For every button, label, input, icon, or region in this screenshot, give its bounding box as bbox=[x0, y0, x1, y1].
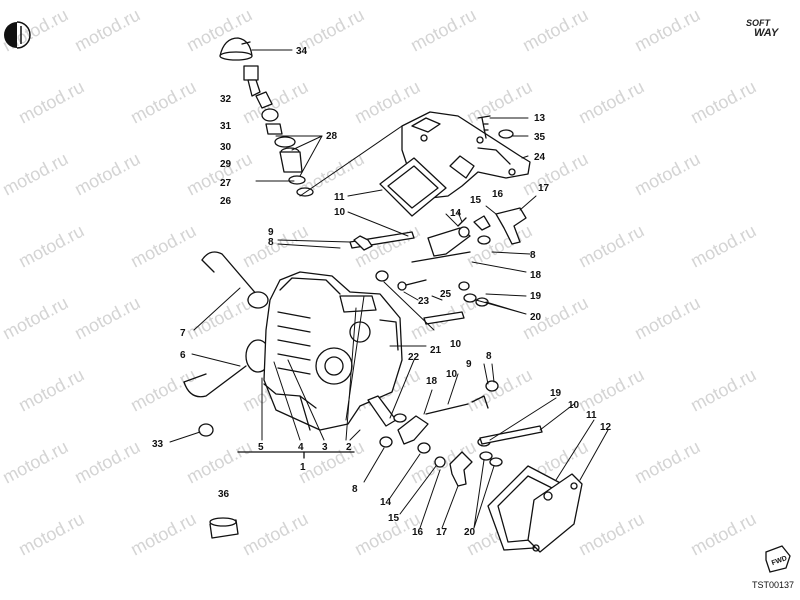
label-10-lower: 10 bbox=[446, 369, 458, 380]
brand-line2: WAY bbox=[754, 27, 779, 39]
forward-direction-icon: FWD bbox=[762, 542, 794, 574]
label-6: 6 bbox=[180, 350, 186, 361]
label-28: 28 bbox=[326, 131, 338, 142]
label-2: 2 bbox=[346, 442, 352, 453]
label-27: 27 bbox=[220, 178, 232, 189]
label-26: 26 bbox=[220, 196, 232, 207]
label-32: 32 bbox=[220, 94, 232, 105]
label-18-bottom: 18 bbox=[426, 376, 438, 387]
label-9-top: 9 bbox=[268, 227, 274, 238]
label-17-top: 17 bbox=[538, 183, 550, 194]
gasket-11-top bbox=[379, 157, 447, 217]
leader-lines bbox=[169, 49, 609, 529]
document-code: TST00137 bbox=[751, 580, 794, 590]
softway-brand-logo: SOFT WAY bbox=[746, 18, 792, 40]
label-11-bottom: 11 bbox=[586, 410, 597, 421]
sensor-stack bbox=[243, 65, 314, 197]
label-22: 22 bbox=[408, 352, 420, 363]
label-16-top: 16 bbox=[492, 189, 504, 200]
label-8-bottom-left: 8 bbox=[352, 484, 358, 495]
label-20-bottom: 20 bbox=[464, 527, 476, 538]
label-10-mid: 10 bbox=[450, 339, 462, 350]
label-25: 25 bbox=[440, 289, 452, 300]
label-4: 4 bbox=[298, 442, 304, 453]
label-8-left: 8 bbox=[268, 237, 274, 248]
cup-36 bbox=[209, 517, 239, 539]
label-3: 3 bbox=[322, 442, 328, 453]
valve-7 bbox=[201, 251, 269, 309]
half-circle-logo-icon bbox=[2, 20, 32, 50]
label-33: 33 bbox=[152, 439, 164, 450]
label-20-top: 20 bbox=[530, 312, 542, 323]
label-29: 29 bbox=[220, 159, 232, 170]
label-19-top: 19 bbox=[530, 291, 542, 302]
label-12: 12 bbox=[600, 422, 612, 433]
label-18-top: 18 bbox=[530, 270, 542, 281]
lower-rocker-group bbox=[367, 380, 543, 487]
label-15-top: 15 bbox=[470, 195, 482, 206]
label-1: 1 bbox=[300, 462, 306, 473]
label-5: 5 bbox=[258, 442, 264, 453]
rubber-cap-34 bbox=[219, 37, 253, 61]
label-10-bottom: 10 bbox=[568, 400, 580, 411]
label-15-bottom: 15 bbox=[388, 513, 400, 524]
label-34: 34 bbox=[296, 46, 308, 57]
label-23: 23 bbox=[418, 296, 430, 307]
bolt-13 bbox=[477, 115, 491, 139]
label-14-bottom: 14 bbox=[380, 497, 392, 508]
label-14-top: 14 bbox=[450, 208, 462, 219]
label-11-top: 11 bbox=[334, 192, 345, 203]
label-36: 36 bbox=[218, 489, 230, 500]
part-labels: 34 32 31 30 29 28 27 26 13 35 24 11 10 1… bbox=[152, 46, 612, 538]
label-24: 24 bbox=[534, 152, 546, 163]
label-17-bottom: 17 bbox=[436, 527, 448, 538]
label-31: 31 bbox=[220, 121, 232, 132]
label-10-top: 10 bbox=[334, 207, 346, 218]
brand-line1: SOFT bbox=[746, 18, 770, 28]
label-7: 7 bbox=[180, 328, 186, 339]
plug-33 bbox=[198, 423, 214, 437]
cover-12 bbox=[527, 473, 583, 553]
valve-6 bbox=[183, 339, 271, 398]
label-8-bottom-right: 8 bbox=[486, 351, 492, 362]
cylinder-head-1 bbox=[263, 271, 403, 431]
label-19-bottom: 19 bbox=[550, 388, 562, 399]
label-30: 30 bbox=[220, 142, 232, 153]
plug-35 bbox=[498, 129, 514, 139]
label-35: 35 bbox=[534, 132, 546, 143]
label-16-bottom: 16 bbox=[412, 527, 424, 538]
label-13: 13 bbox=[534, 113, 546, 124]
label-8-right: 8 bbox=[530, 250, 536, 261]
label-21: 21 bbox=[430, 345, 442, 356]
label-9-bottom: 9 bbox=[466, 359, 472, 370]
